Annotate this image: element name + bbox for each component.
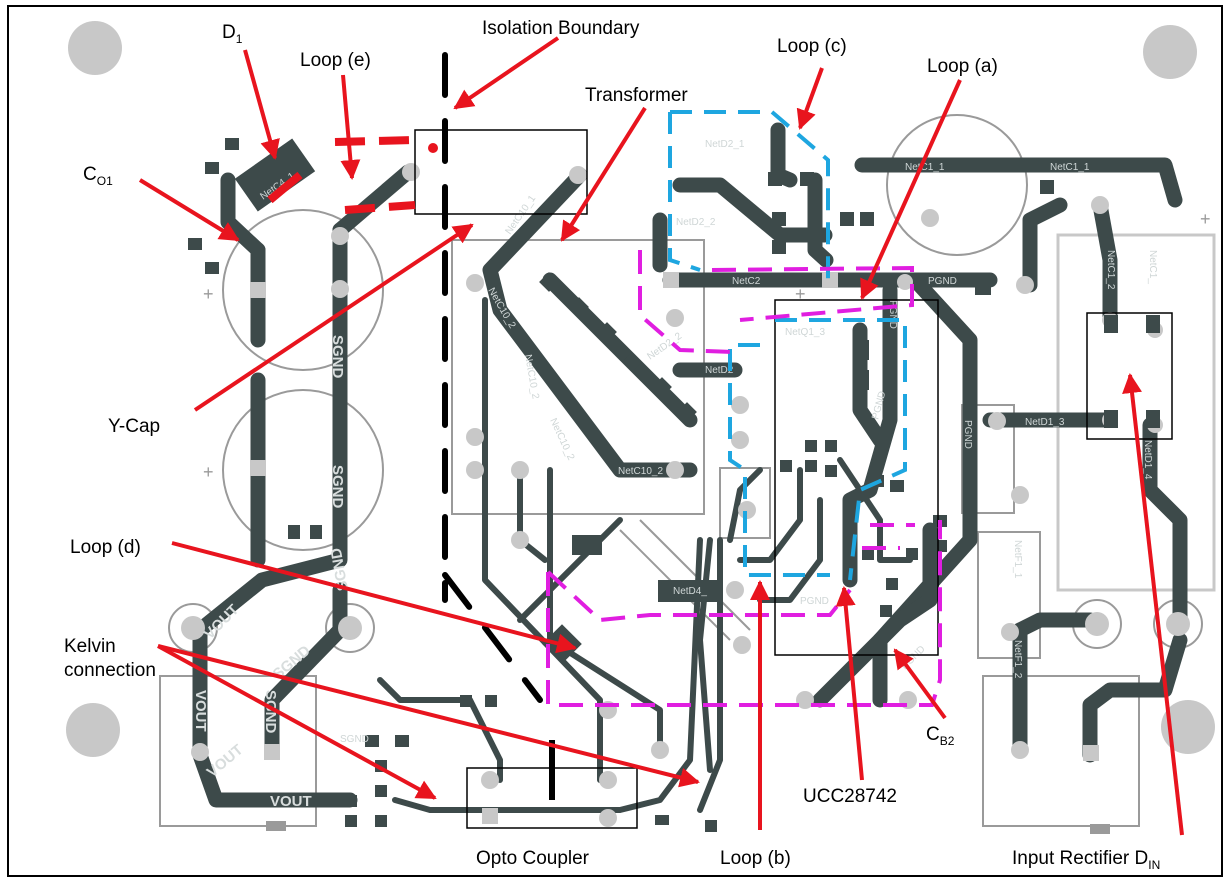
label-transformer: Transformer (585, 85, 688, 106)
arrow-loop-e (340, 74, 361, 180)
net-label: NetD2 (705, 365, 734, 376)
net-label: NetC1_1 (905, 162, 945, 173)
smd-parts (188, 138, 1160, 832)
label-loop-d: Loop (d) (70, 537, 141, 558)
label-input-rectifier: Input Rectifier DIN (1012, 848, 1160, 872)
y-cap-box (414, 129, 588, 215)
net-label: NetC10_2 (618, 466, 663, 477)
net-label: PGND (928, 276, 957, 287)
net-label: SGND (329, 335, 346, 379)
net-label: NetD4_ (673, 586, 707, 597)
polarity-mark: + (203, 284, 214, 304)
net-label: PGND (800, 596, 829, 607)
loop-c-path (668, 110, 907, 581)
label-loop-b: Loop (b) (720, 848, 791, 869)
arrow-loop-a (860, 79, 962, 300)
net-label: NetD2_1 (705, 139, 745, 150)
net-label: PGND (962, 420, 973, 449)
net-label: NetC1_2 (1105, 250, 1116, 290)
label-loop-e: Loop (e) (300, 50, 371, 71)
net-label: VOUT (192, 690, 209, 732)
arrow-loop-d (171, 541, 577, 654)
label-d1: D1 (222, 22, 243, 46)
ucc28742-box (774, 299, 939, 656)
net-label: SGND (329, 465, 346, 509)
net-label: NetD1_4 (1142, 440, 1153, 480)
net-label: SGND (340, 734, 369, 745)
callout-labels: Isolation Boundary D1 Loop (e) Loop (c) … (64, 18, 1160, 872)
arrow-transformer (560, 106, 647, 242)
label-cb2: CB2 (926, 724, 955, 748)
arrow-input-rectifier (1122, 373, 1184, 836)
board-outline (7, 5, 1223, 877)
net-label: SGND (262, 690, 279, 734)
label-kelvin-1: Kelvin (64, 636, 116, 657)
arrow-loop-c (796, 67, 824, 130)
net-label: NetF1_1 (1012, 540, 1023, 579)
polarity-mark: + (795, 284, 806, 304)
label-kelvin-2: connection (64, 660, 156, 681)
net-label: NetQ1_3 (785, 327, 825, 338)
net-label: PGND (887, 300, 898, 329)
label-loop-a: Loop (a) (927, 56, 998, 77)
arrow-y-cap (193, 223, 474, 412)
label-opto-coupler: Opto Coupler (476, 848, 590, 869)
label-co1: CO1 (83, 164, 113, 188)
net-label: NetF1_2 (1012, 640, 1023, 679)
net-label: NetD1_3 (1025, 417, 1065, 428)
arrow-co1 (138, 178, 240, 242)
label-ucc28742: UCC28742 (803, 786, 897, 807)
label-isolation-boundary: Isolation Boundary (482, 18, 640, 39)
arrow-kelvin-1 (157, 644, 437, 800)
net-label: NetC2 (732, 276, 761, 287)
annotation-arrows (138, 36, 1184, 836)
isolation-boundary (442, 52, 555, 800)
net-label: NetC1_1 (1050, 162, 1090, 173)
polarity-mark: + (203, 462, 214, 482)
arrow-isolation (453, 36, 560, 110)
component-boxes (414, 129, 1173, 829)
arrow-ucc (835, 586, 864, 781)
arrow-d1 (243, 49, 280, 160)
arrow-kelvin-2 (157, 644, 700, 788)
label-loop-c: Loop (c) (777, 36, 847, 57)
polarity-mark: + (1200, 209, 1211, 229)
net-label: NetD2_2 (676, 217, 716, 228)
arrow-cb2 (893, 648, 947, 720)
input-rectifier-box (1086, 312, 1173, 440)
net-label: NetC1_ (1147, 250, 1158, 284)
mounting-holes (66, 21, 1215, 757)
copper-traces (192, 122, 1188, 813)
label-y-cap: Y-Cap (108, 416, 160, 437)
net-label: VOUT (270, 793, 312, 810)
